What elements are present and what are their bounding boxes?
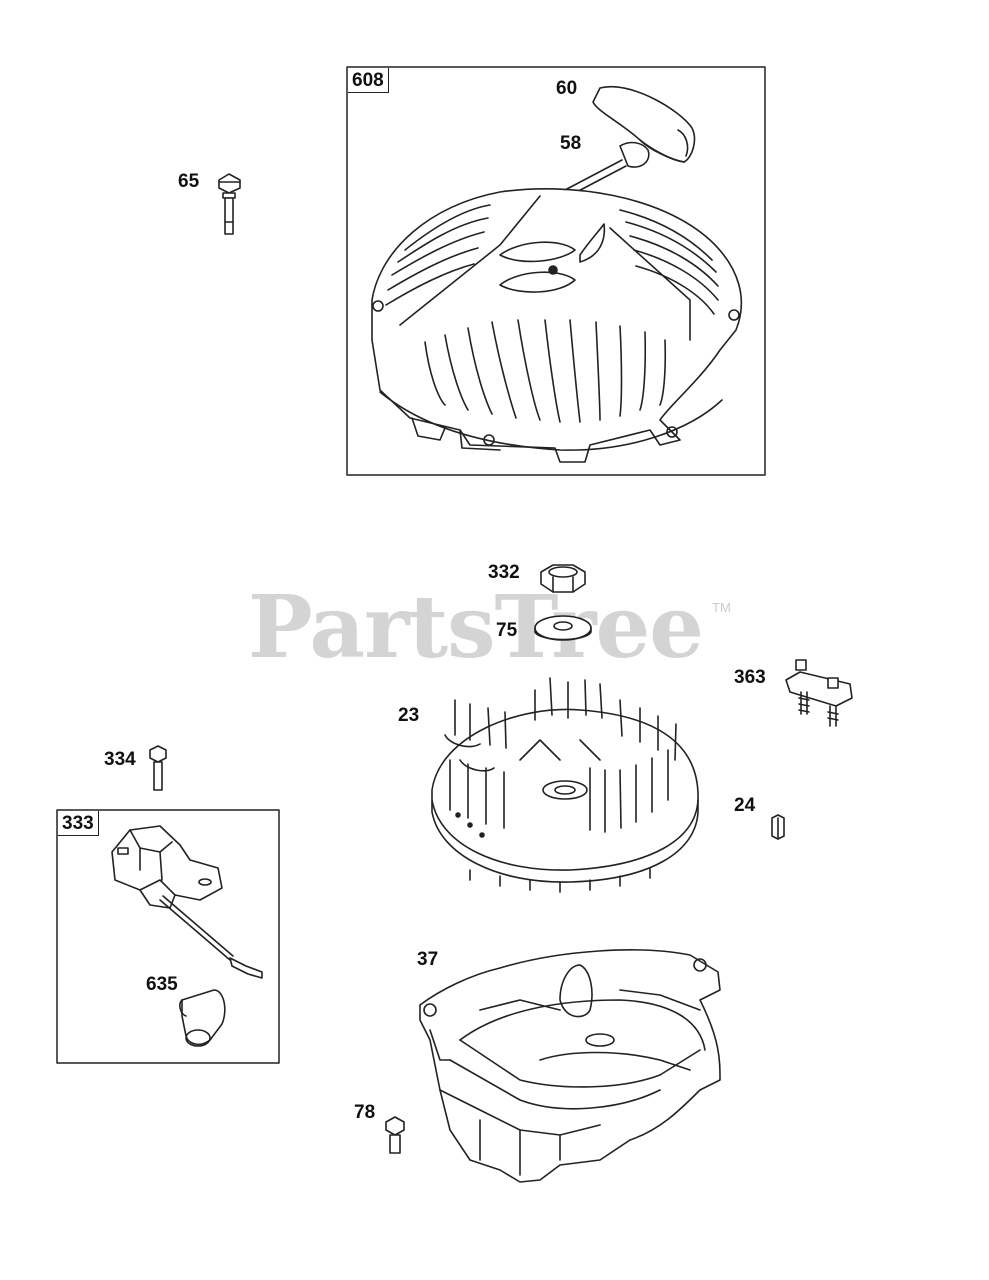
- callout-78: 78: [354, 1102, 376, 1123]
- part-24-key: [771, 814, 785, 840]
- part-ignition-coil: [111, 825, 263, 979]
- part-65-bolt: [218, 173, 241, 235]
- callout-24: 24: [734, 795, 756, 816]
- part-78-bolt: [385, 1116, 405, 1154]
- watermark-tm: TM: [712, 600, 731, 615]
- part-37-blower-housing: [419, 949, 721, 1183]
- part-332-nut: [540, 564, 586, 593]
- callout-75: 75: [496, 620, 518, 641]
- callout-635: 635: [146, 974, 178, 995]
- callout-23: 23: [398, 705, 420, 726]
- callout-37: 37: [417, 949, 439, 970]
- callout-58: 58: [560, 133, 582, 154]
- part-334-bolt: [149, 745, 167, 791]
- part-23-flywheel: [431, 677, 699, 893]
- callout-332: 332: [488, 562, 520, 583]
- frame-608: [346, 66, 766, 476]
- part-60-handle: [592, 85, 696, 168]
- callout-60: 60: [556, 78, 578, 99]
- callout-363: 363: [734, 667, 766, 688]
- part-75-washer: [534, 615, 592, 641]
- watermark: PartsTree: [248, 577, 704, 678]
- callout-608: 608: [348, 68, 389, 93]
- frame-333: [56, 809, 280, 1064]
- part-363-bracket: [785, 659, 853, 727]
- part-635-spark-boot: [179, 989, 226, 1047]
- callout-333: 333: [58, 811, 99, 836]
- callout-65: 65: [178, 171, 200, 192]
- callout-334: 334: [104, 749, 136, 770]
- part-recoil-housing: [371, 188, 743, 463]
